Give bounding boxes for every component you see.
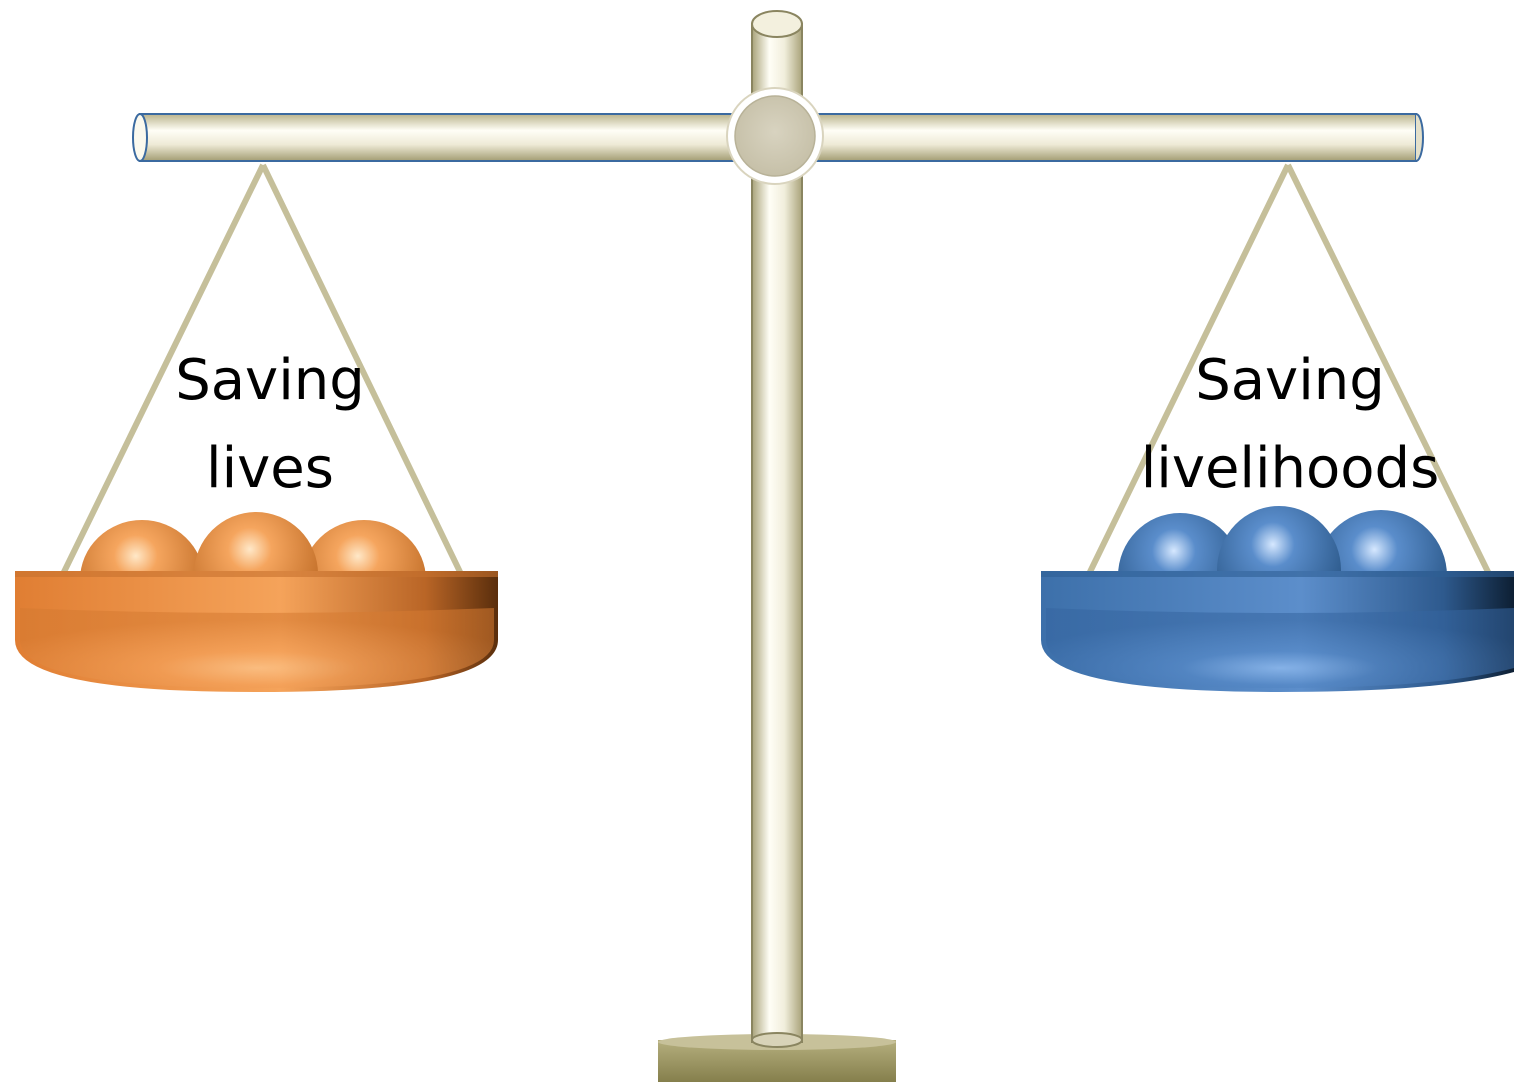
- right-pan: [1041, 506, 1514, 692]
- left-pan-label: Saving lives: [120, 337, 420, 513]
- scale-pole: [751, 10, 803, 1048]
- right-pan-label-line2: livelihoods: [1140, 436, 1440, 501]
- pivot-hub: [726, 87, 824, 185]
- left-pan-strings: [59, 163, 465, 578]
- right-pan-label-line1: Saving: [1195, 348, 1385, 413]
- right-pan-strings: [1085, 163, 1493, 578]
- right-pan-label: Saving livelihoods: [1110, 337, 1470, 513]
- left-pan-label-line2: lives: [206, 436, 334, 501]
- left-pan: [15, 512, 498, 692]
- left-pan-label-line1: Saving: [175, 348, 365, 413]
